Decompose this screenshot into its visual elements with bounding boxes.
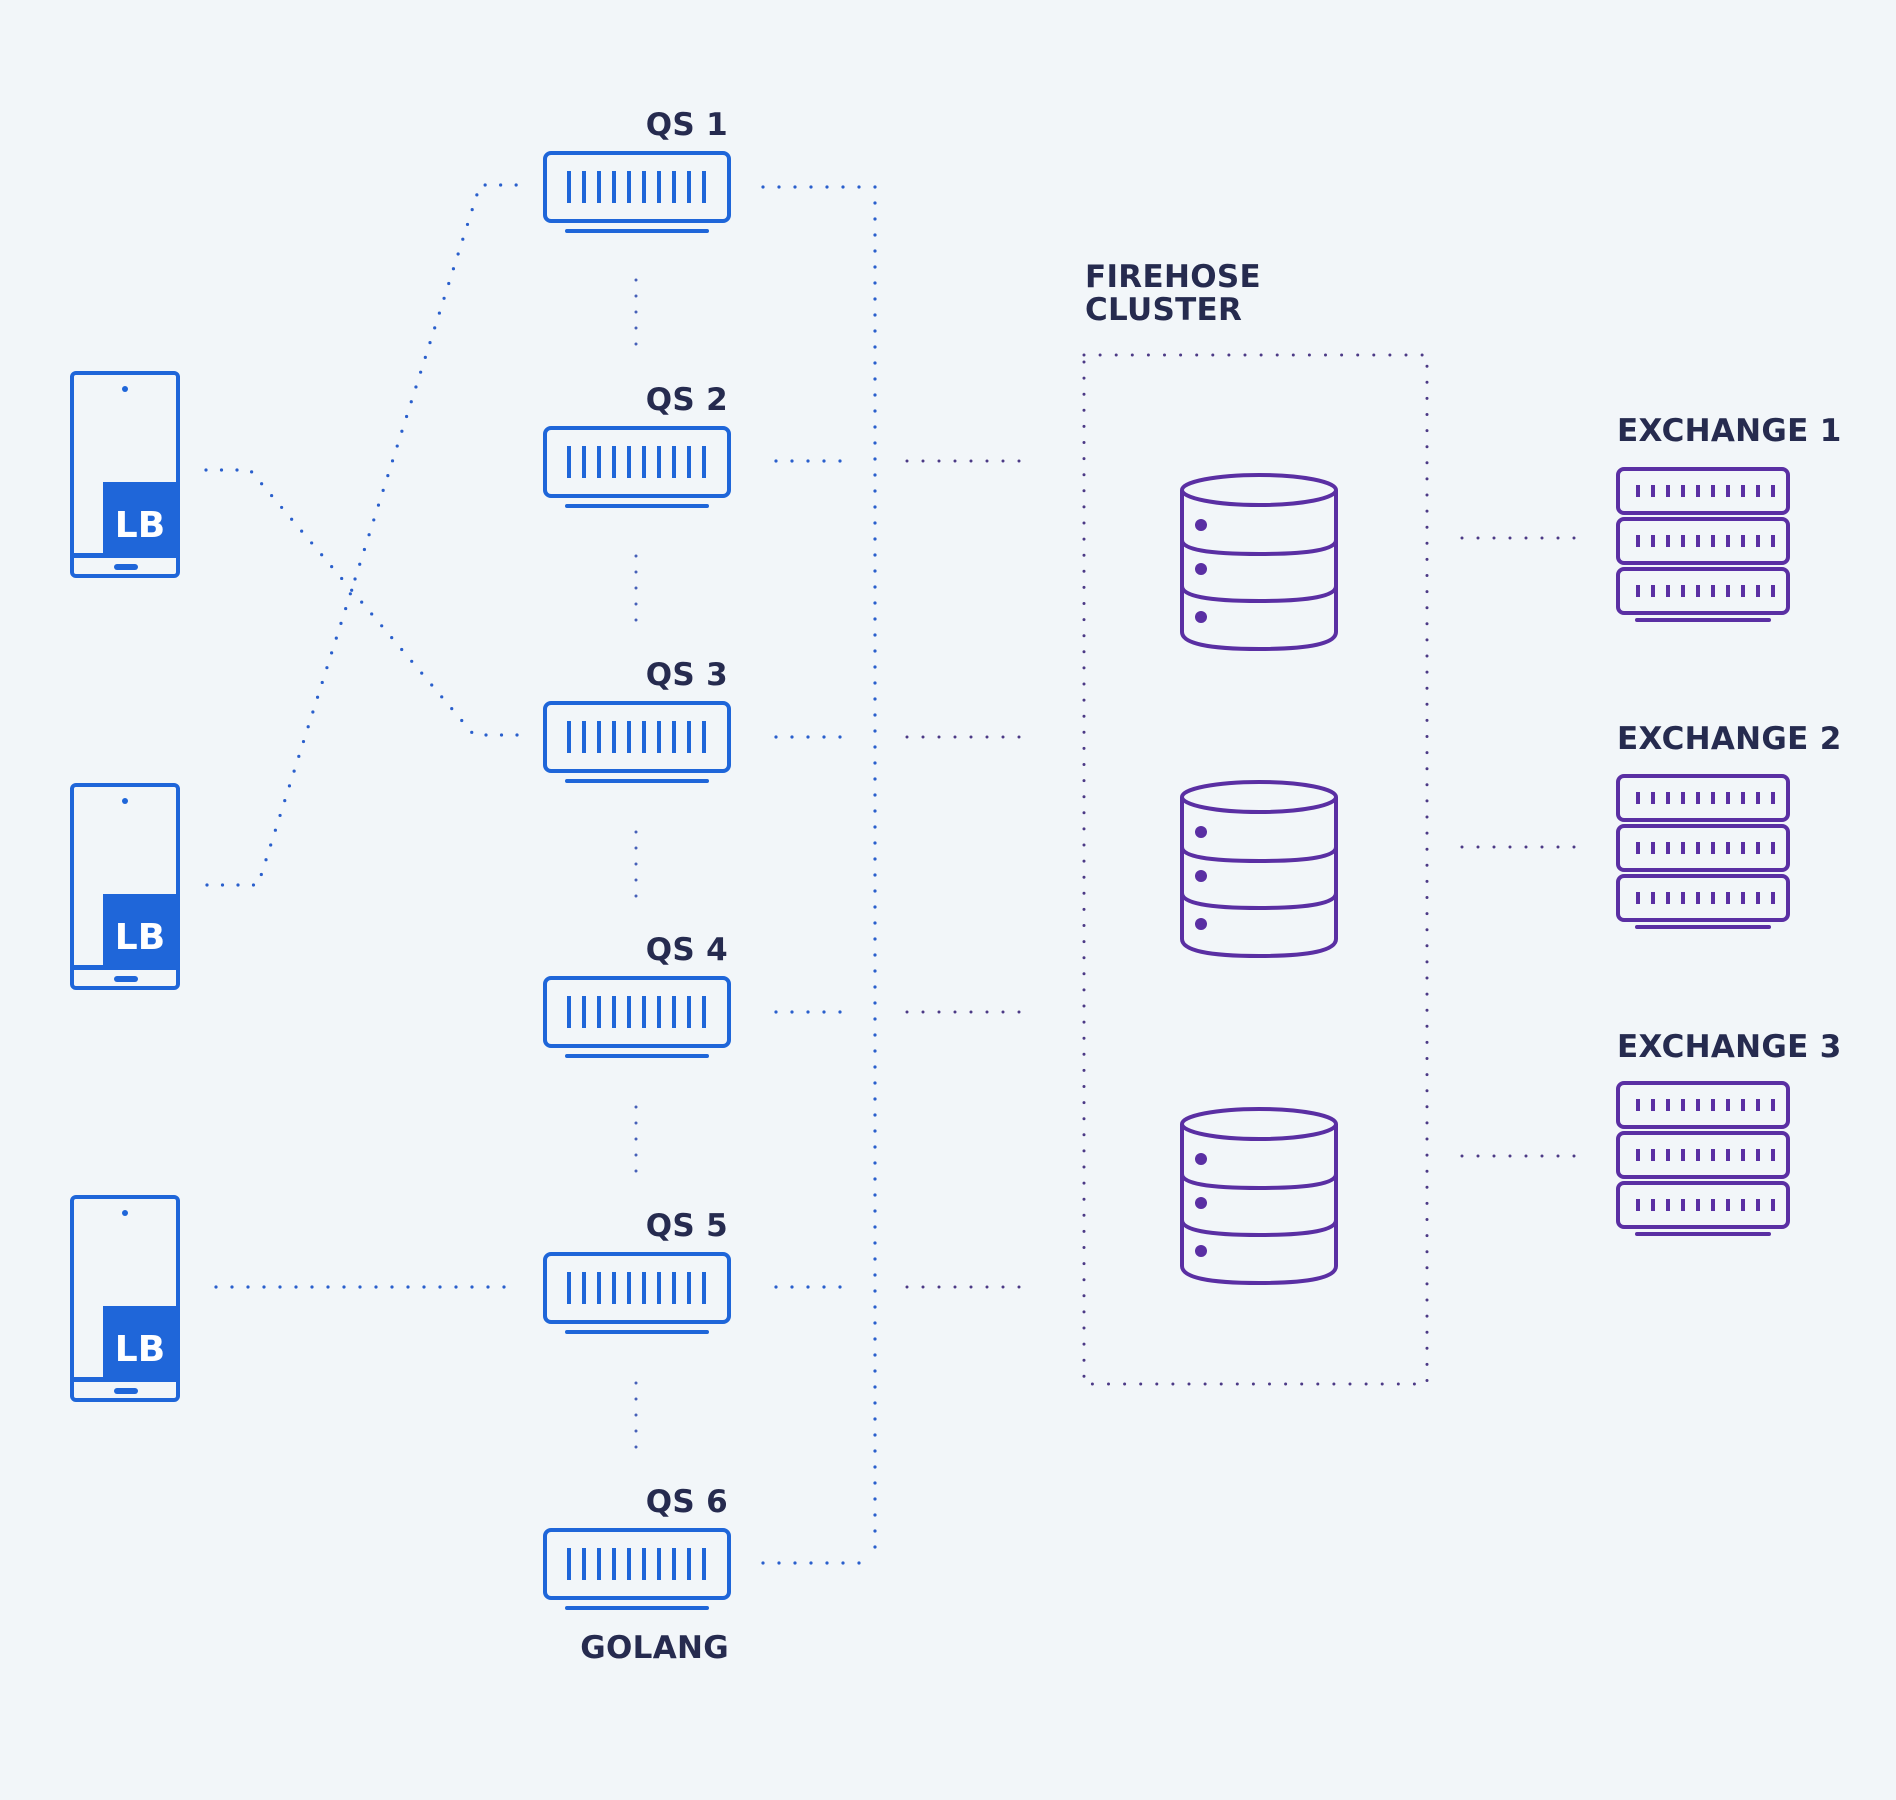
qs-to-bus-links (761, 185, 877, 1565)
client-label: LB (115, 917, 165, 958)
firehose-to-exchange-links (1460, 536, 1592, 1158)
server-icon (543, 1528, 731, 1610)
server-icon (543, 701, 731, 783)
connector-client2-qs1 (205, 183, 522, 887)
exchange-2[interactable]: EXCHANGE 2 (1617, 721, 1842, 927)
golang-caption: GOLANG (580, 1630, 729, 1666)
bus-to-firehose-links (905, 459, 1037, 1289)
server-rack-icon (1618, 1083, 1788, 1234)
exchange-1[interactable]: EXCHANGE 1 (1617, 413, 1842, 620)
client-2[interactable]: LB (70, 783, 180, 990)
connectors (204, 183, 1592, 1565)
server-label: QS 5 (646, 1208, 728, 1244)
server-label: QS 3 (646, 657, 728, 693)
firehose-cluster[interactable]: FIREHOSE CLUSTER (1085, 259, 1338, 1285)
connector-client1-qs3 (204, 468, 522, 737)
exchange-label: EXCHANGE 3 (1617, 1029, 1842, 1065)
exchange-label: EXCHANGE 2 (1617, 721, 1842, 757)
server-label: QS 2 (646, 382, 728, 418)
query-server-1[interactable]: QS 1 (543, 107, 731, 233)
query-server-2[interactable]: QS 2 (543, 382, 731, 508)
exchange-3[interactable]: EXCHANGE 3 (1617, 1029, 1842, 1234)
query-server-5[interactable]: QS 5 (543, 1208, 731, 1334)
firehose-cluster-border (1082, 353, 1429, 1386)
client-1[interactable]: LB (70, 371, 180, 578)
query-server-6[interactable]: QS 6 (543, 1484, 731, 1610)
client-3[interactable]: LB (70, 1195, 180, 1402)
server-icon (543, 976, 731, 1058)
client-label: LB (115, 1329, 165, 1370)
query-server-4[interactable]: QS 4 (543, 932, 731, 1058)
server-rack-icon (1618, 776, 1788, 927)
server-label: QS 6 (646, 1484, 728, 1520)
cluster-title-line1: FIREHOSE (1085, 259, 1261, 295)
database-icon (1180, 780, 1338, 958)
client-label: LB (115, 505, 165, 546)
server-icon (543, 1252, 731, 1334)
database-icon (1180, 1107, 1338, 1285)
exchange-label: EXCHANGE 1 (1617, 413, 1842, 449)
query-server-3[interactable]: QS 3 (543, 657, 731, 783)
server-rack-icon (1618, 469, 1788, 620)
server-icon (543, 426, 731, 508)
database-icon (1180, 473, 1338, 651)
cluster-title-line2: CLUSTER (1085, 292, 1242, 328)
server-icon (543, 151, 731, 233)
server-label: QS 1 (646, 107, 728, 143)
server-label: QS 4 (646, 932, 728, 968)
